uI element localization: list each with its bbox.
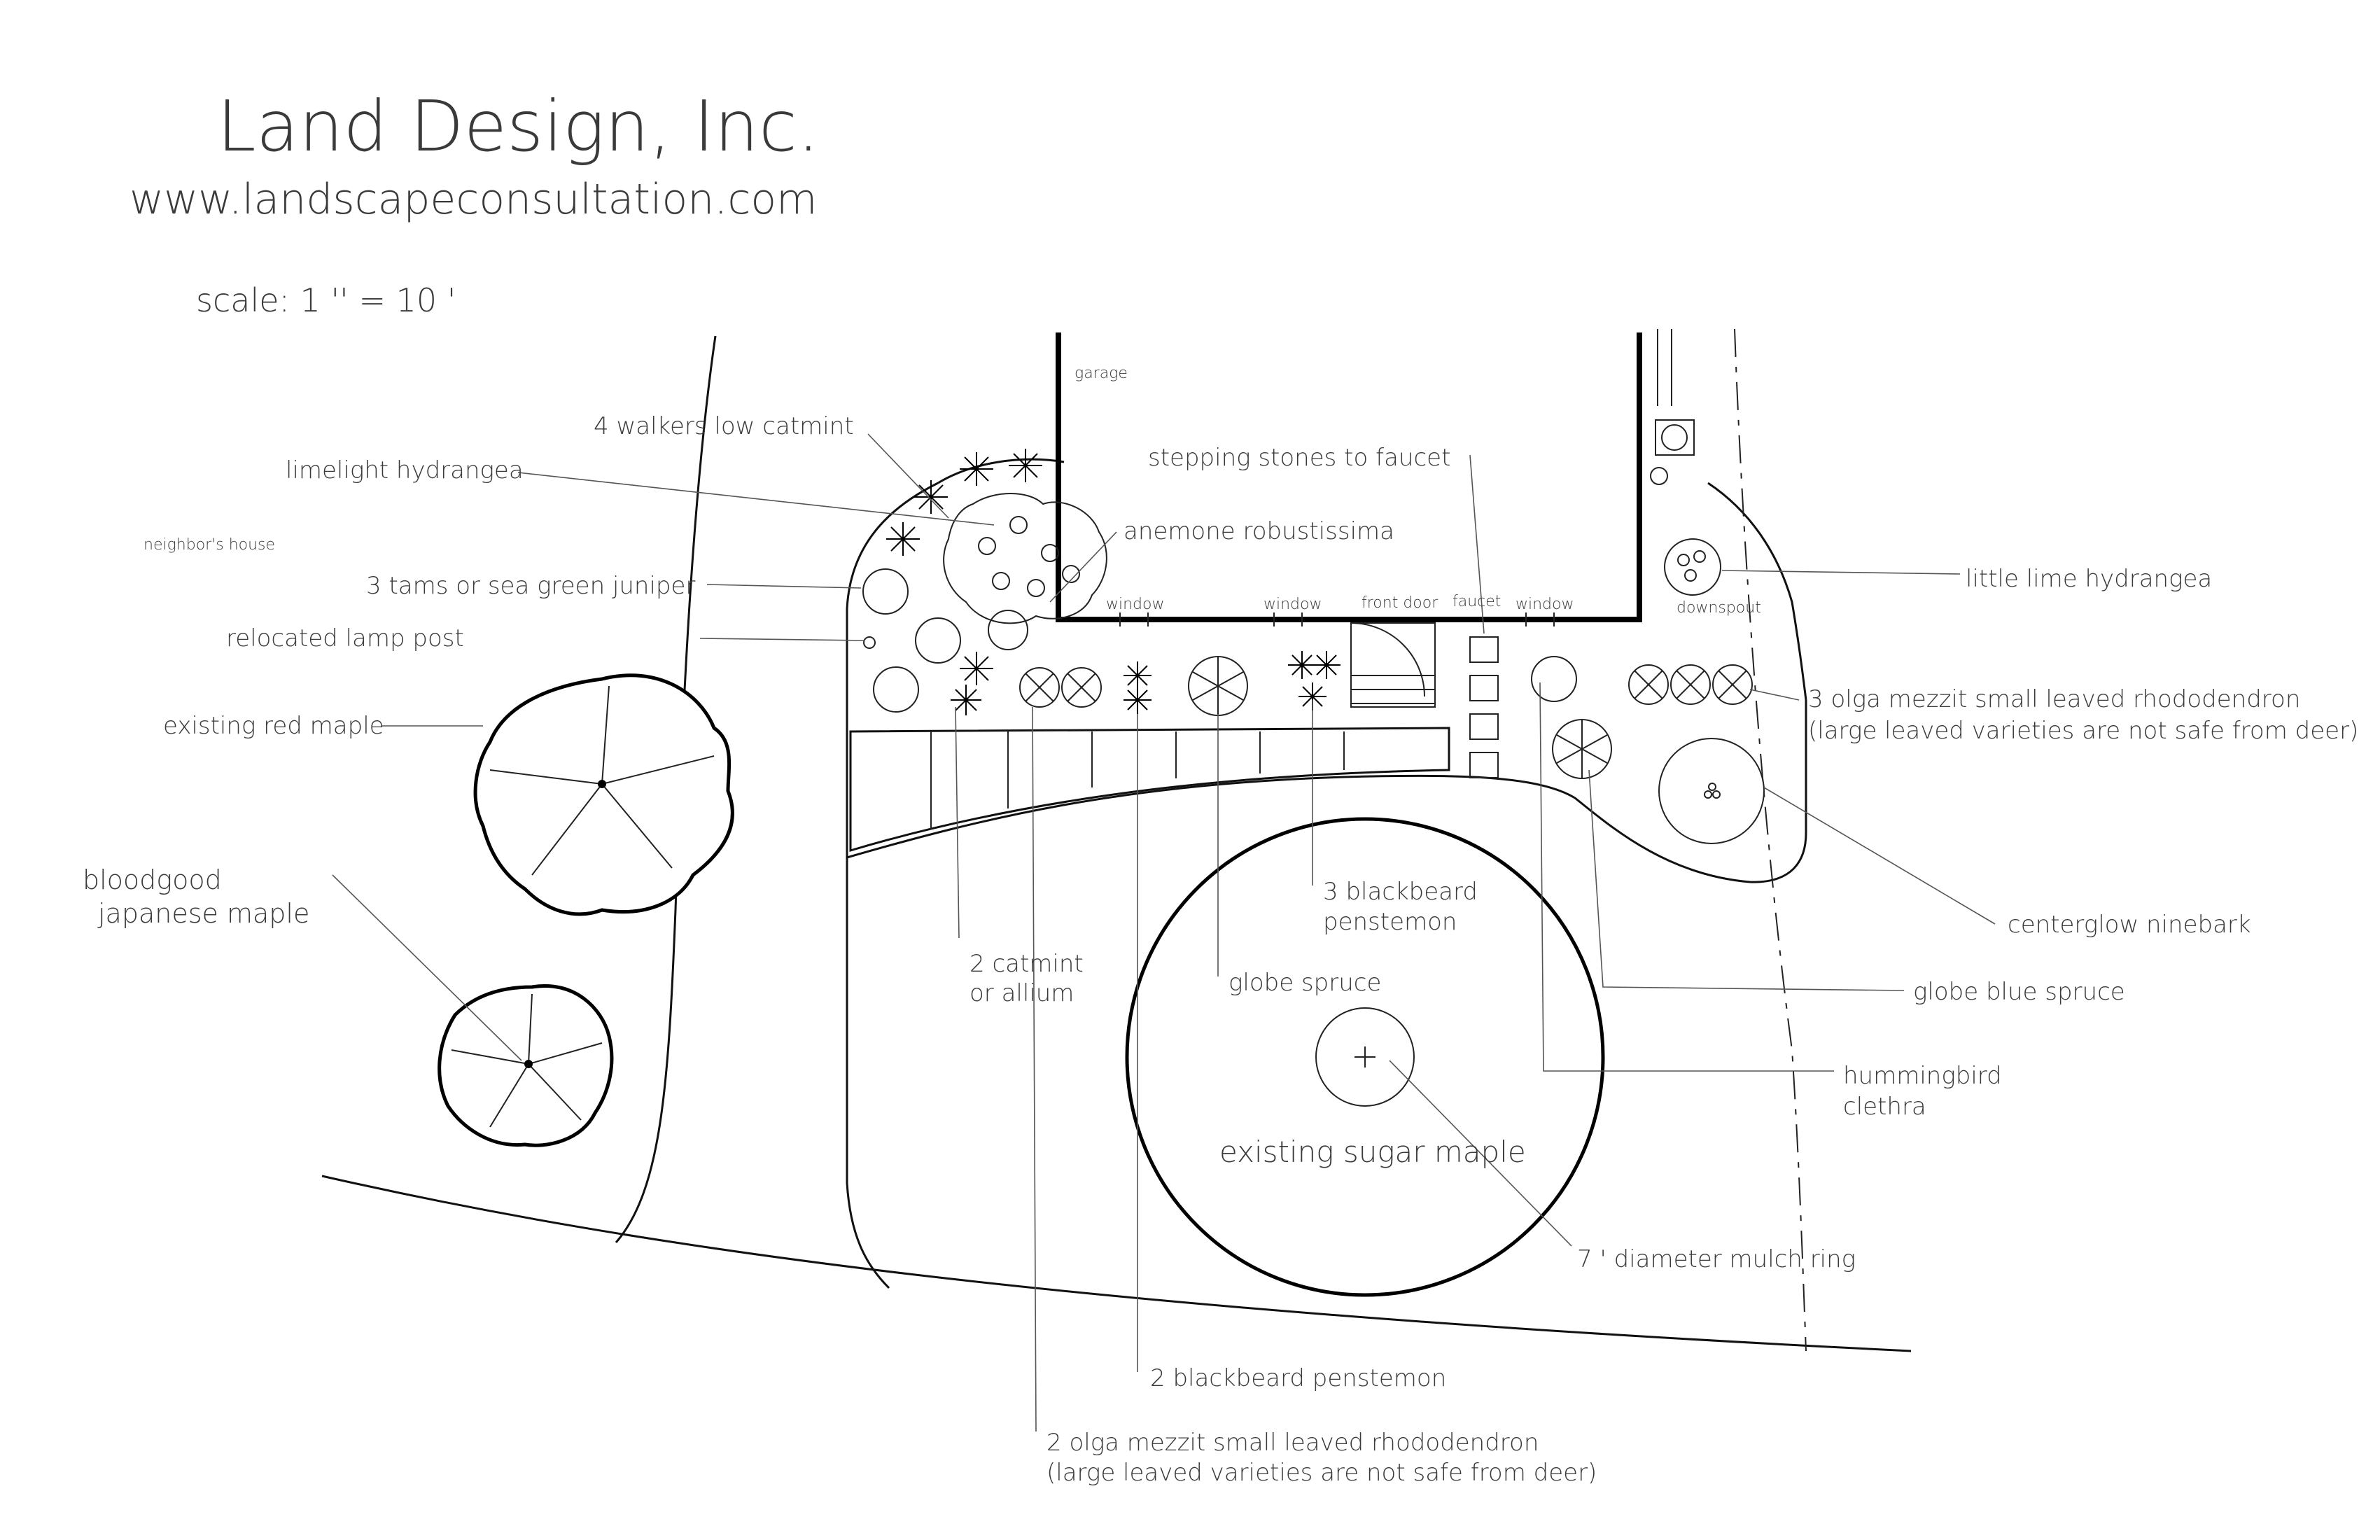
rhododendron-icon: [1019, 667, 1102, 708]
callout-blackbeard-2: 2 blackbeard penstemon: [1150, 1364, 1446, 1392]
callout-sugar-maple: existing sugar maple: [1219, 1135, 1526, 1169]
downspout-label: downspout: [1676, 599, 1761, 617]
site-linework: [321, 328, 1912, 1352]
faucet-label: faucet: [1452, 593, 1501, 610]
penstemon-icon: [1124, 662, 1152, 714]
paver-walkway: [849, 727, 1450, 853]
bloodgood-maple-icon: [438, 984, 614, 1147]
callout-ninebark: centerglow ninebark: [2008, 911, 2251, 939]
callout-catmint-allium-1: 2 catmint: [969, 950, 1084, 978]
callout-blackbeard-3-2: penstemon: [1323, 908, 1457, 936]
callout-mulch-ring: 7 ' diameter mulch ring: [1577, 1245, 1856, 1273]
callout-little-lime: little lime hydrangea: [1966, 565, 2212, 593]
company-name: Land Design, Inc.: [217, 85, 820, 167]
callout-anemone: anemone robustissima: [1124, 517, 1394, 545]
clethra-icon: [1531, 656, 1577, 702]
callout-limelight: limelight hydrangea: [286, 456, 524, 484]
globe-spruce-icon: [1188, 656, 1248, 716]
callout-walkers-catmint: 4 walkers low catmint: [594, 412, 854, 440]
callout-bloodgood-2: japanese maple: [97, 898, 309, 929]
plant-callouts: 4 walkers low catmint limelight hydrange…: [83, 412, 2358, 1487]
website: www.landscapeconsultation.com: [130, 175, 817, 224]
leader-lines: [332, 433, 1996, 1432]
window-label-1: window: [1106, 596, 1164, 613]
callout-bloodgood-1: bloodgood: [83, 864, 222, 895]
little-lime-hydrangea-icon: [1664, 538, 1721, 596]
callout-juniper: 3 tams or sea green juniper: [366, 572, 695, 600]
globe-blue-spruce-icon: [1552, 719, 1612, 779]
front-door-label: front door: [1362, 594, 1438, 612]
callout-lamp-post: relocated lamp post: [226, 624, 464, 652]
lamp-post-icon: [863, 636, 876, 649]
callout-clethra-2: clethra: [1843, 1093, 1926, 1121]
rhododendron-3-icon: [1628, 664, 1753, 705]
structure-labels: garage neighbor's house window window fr…: [144, 365, 1761, 617]
juniper-icon: [862, 568, 961, 713]
callout-globe-blue-spruce: globe blue spruce: [1913, 978, 2125, 1006]
stepping-stones: [1469, 636, 1499, 778]
scale-note: scale: 1 '' = 10 ': [196, 281, 456, 319]
sugar-maple-icon: [1125, 817, 1605, 1297]
title-block: Land Design, Inc. www.landscapeconsultat…: [130, 85, 820, 319]
utility-meter: [1650, 419, 1695, 485]
anemone-icon: [988, 610, 1028, 650]
window-label-3: window: [1516, 596, 1574, 613]
callout-olga-right-2: (large leaved varieties are not safe fro…: [1808, 717, 2358, 745]
house-outline: [1056, 332, 1642, 708]
callout-blackbeard-3-1: 3 blackbeard: [1323, 878, 1478, 906]
penstemon-3-icon: [1288, 651, 1340, 710]
window-label-2: window: [1264, 596, 1322, 613]
ninebark-icon: [1658, 738, 1765, 844]
callout-globe-spruce: globe spruce: [1228, 969, 1381, 997]
callout-olga-bottom-1: 2 olga mezzit small leaved rhododendron: [1046, 1429, 1539, 1457]
callout-stepping-stones: stepping stones to faucet: [1148, 444, 1450, 472]
callout-red-maple: existing red maple: [163, 712, 384, 740]
callout-olga-right-1: 3 olga mezzit small leaved rhododendron: [1808, 685, 2300, 713]
callout-clethra-1: hummingbird: [1843, 1062, 2002, 1090]
limelight-hydrangea-icon: [943, 493, 1107, 624]
garage-label: garage: [1074, 365, 1128, 382]
catmint-icon: [886, 449, 1042, 715]
red-maple-icon: [473, 673, 734, 916]
callout-catmint-allium-2: or allium: [969, 979, 1074, 1007]
callout-olga-bottom-2: (large leaved varieties are not safe fro…: [1046, 1459, 1597, 1487]
neighbor-label: neighbor's house: [144, 536, 275, 554]
